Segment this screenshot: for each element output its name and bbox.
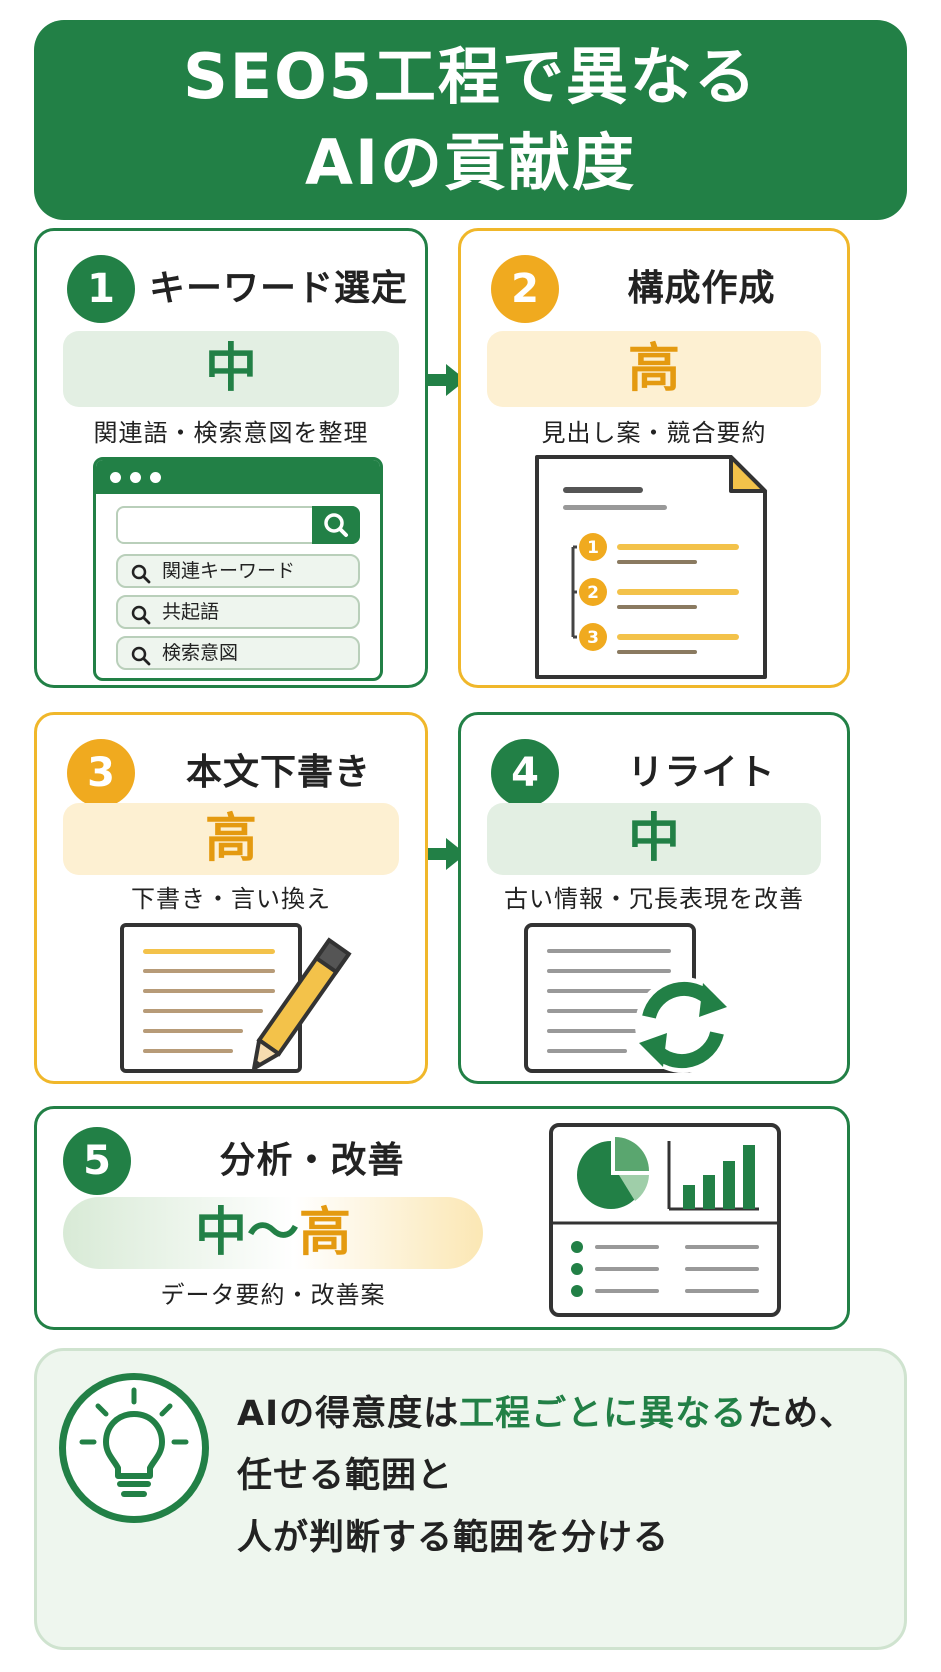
step-title-3: 本文下書き — [185, 752, 371, 793]
arrow-right-icon — [428, 364, 466, 396]
analytics-dashboard-illustration — [549, 1123, 781, 1317]
step-description-2: 見出し案・競合要約 — [541, 419, 767, 447]
lightbulb-icon — [59, 1373, 209, 1523]
step-number-4: 4 — [491, 739, 559, 807]
suggestion-label: 関連キーワード — [162, 560, 296, 582]
outline-number: 3 — [587, 628, 599, 648]
search-icon — [131, 605, 151, 625]
outline-number: 1 — [587, 538, 599, 558]
search-icon — [312, 506, 360, 544]
step-card-2: 2 構成作成 高 見出し案・競合要約 1 2 3 — [458, 228, 850, 688]
step-number-2: 2 — [491, 255, 559, 323]
arrow-right-icon — [428, 838, 466, 870]
bar-chart-icon — [667, 1141, 759, 1211]
suggestion-label: 検索意図 — [162, 642, 239, 664]
search-icon — [131, 646, 151, 666]
step-title-2: 構成作成 — [627, 268, 776, 309]
step-card-4: 4 リライト 中 古い情報・冗長表現を改善 — [458, 712, 850, 1084]
outline-number: 2 — [587, 583, 599, 603]
summary-box: AIの得意度は工程ごとに異なるため、 任せる範囲と 人が判断する範囲を分ける — [34, 1348, 907, 1650]
step-level-4: 中 — [487, 803, 821, 875]
page-title-line1: SEO5工程で異なる — [183, 40, 758, 113]
step-number-3: 3 — [67, 739, 135, 807]
pie-chart-icon — [577, 1137, 649, 1209]
step-title-1: キーワード選定 — [148, 268, 408, 309]
summary-line3: 人が判断する範囲を分ける — [237, 1518, 670, 1558]
step-description-3: 下書き・言い換え — [131, 885, 331, 913]
step-number-5: 5 — [63, 1127, 131, 1195]
suggestion-label: 共起語 — [162, 601, 220, 623]
summary-line2: 任せる範囲と — [237, 1456, 454, 1496]
pencil-icon — [120, 923, 352, 1073]
step-description-1: 関連語・検索意図を整理 — [93, 419, 369, 447]
search-window-illustration: 関連キーワード 共起語 検索意図 — [93, 457, 383, 681]
summary-part2: ため、 — [747, 1394, 856, 1434]
page-title-line2: AIの貢献度 — [304, 126, 637, 199]
step-level-3: 高 — [63, 803, 399, 875]
page-title-banner: SEO5工程で異なる AIの貢献度 — [34, 20, 907, 220]
step-description-5: データ要約・改善案 — [160, 1281, 386, 1309]
level-high: 高 — [299, 1203, 352, 1263]
refresh-icon — [524, 923, 731, 1073]
summary-highlight: 工程ごとに異なる — [459, 1394, 748, 1434]
step-card-1: 1 キーワード選定 中 関連語・検索意図を整理 関連キーワード — [34, 228, 428, 688]
search-icon — [131, 564, 151, 584]
window-title-bar — [96, 460, 380, 494]
step-level-1: 中 — [63, 331, 399, 407]
document-icon: 1 2 3 — [535, 455, 767, 679]
step-card-3: 3 本文下書き 高 下書き・言い換え — [34, 712, 428, 1084]
step-level-2: 高 — [487, 331, 821, 407]
step-card-5: 5 分析・改善 中〜高 データ要約・改善案 — [34, 1106, 850, 1330]
summary-part1: AIの得意度は — [237, 1394, 460, 1434]
level-tilde: 〜 — [246, 1203, 299, 1263]
suggestion-item: 共起語 — [116, 595, 360, 629]
step-number-1: 1 — [67, 255, 135, 323]
summary-text: AIの得意度は工程ごとに異なるため、 任せる範囲と 人が判断する範囲を分ける — [237, 1383, 874, 1569]
step-description-4: 古い情報・冗長表現を改善 — [504, 885, 804, 913]
search-input-illustration — [116, 506, 360, 544]
step-title-4: リライト — [627, 752, 776, 793]
suggestion-item: 関連キーワード — [116, 554, 360, 588]
step-title-5: 分析・改善 — [219, 1140, 405, 1181]
step-level-5: 中〜高 — [63, 1197, 483, 1269]
level-mid: 中 — [194, 1203, 247, 1263]
suggestion-item: 検索意図 — [116, 636, 360, 670]
